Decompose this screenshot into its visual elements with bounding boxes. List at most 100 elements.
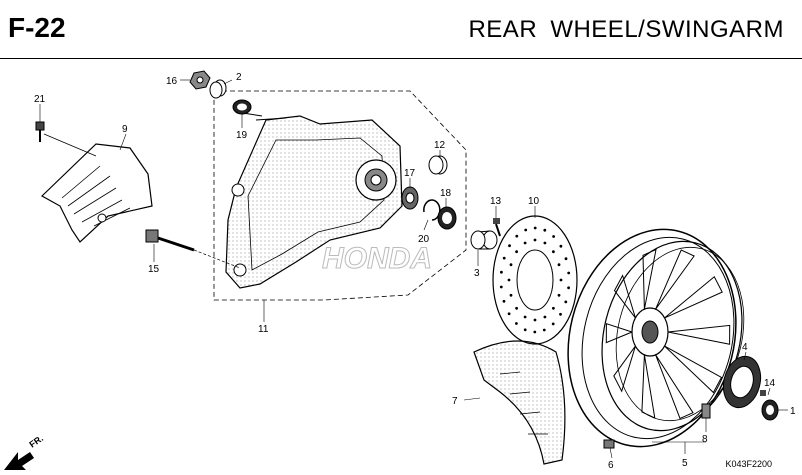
disc-hole [509,263,513,267]
disc-hole [515,306,518,310]
page-header: F-22 REAR WHEEL/SWINGARM [0,0,802,58]
wheel-spoke [641,354,656,419]
disc-hole [515,234,519,238]
wheel-spoke [642,248,657,310]
disc-hole [502,299,506,303]
disc-hole [523,315,527,319]
part-number-4: 4 [742,342,748,353]
disc-hole [533,226,537,230]
disc-hole [524,228,528,232]
chain-guard [40,143,153,243]
disc-hole [567,271,571,275]
disc-hole [543,241,547,245]
rear-fender [473,340,566,465]
swingarm [225,111,403,289]
part-number-11: 11 [258,324,269,335]
disc-hole [564,300,568,304]
disc-hole [509,293,513,297]
part-number-10: 10 [528,196,540,207]
wheel-spoke [605,323,634,344]
assembly-outline [213,90,467,301]
disc-hole [543,228,547,232]
header-rule [0,58,802,59]
section-title: REAR WHEEL/SWINGARM [468,16,784,43]
part-number-20: 20 [418,234,430,245]
bolt-21 [35,121,97,157]
nut-16 [189,70,211,90]
disc-hole [559,312,562,316]
part-number-6: 6 [608,460,614,471]
seal-18 [437,206,457,230]
part-number-3: 3 [474,268,480,279]
disc-hole [543,315,547,319]
sprocket-flange [722,355,762,409]
disc-hole [567,286,570,290]
bolt-14 [760,390,766,396]
disc-hole [508,244,511,248]
wheel-spoke [655,354,694,420]
seal-1 [761,399,779,421]
part-number-16: 16 [166,76,178,87]
part-number-17: 17 [404,168,416,179]
disc-hole [523,241,527,245]
pivot-bolt [145,229,241,269]
front-direction-arrow: FR. [4,433,45,470]
disc-hole [533,330,537,334]
part-number-18: 18 [440,188,452,199]
disc-hole [499,285,503,289]
disc-hole [515,250,518,254]
leader-lines [39,79,788,459]
collar-3 [470,230,498,250]
part-number-19: 19 [236,130,248,141]
balance-weight [603,439,615,449]
disc-hole [533,238,537,242]
collar-2 [209,79,227,99]
part-number-labels: 16 2 19 21 9 15 11 12 17 18 20 13 10 3 7… [34,72,796,471]
disc-hole [551,322,555,326]
disc-hole [523,328,527,332]
wheel-spoke [667,324,731,345]
collar-12 [428,155,448,175]
disc-hole [515,322,518,325]
part-number-5: 5 [682,458,688,469]
disc-hole [552,306,555,310]
disc-hole [542,328,546,332]
seal-19 [232,99,252,115]
part-number-9: 9 [122,124,128,135]
part-number-13: 13 [490,196,502,207]
disc-hole [559,278,563,282]
disc-hole [559,244,563,248]
part-number-7: 7 [452,396,458,407]
disc-hole [502,256,506,260]
disc-hole [507,312,511,316]
part-number-1: 1 [790,406,796,417]
disc-hole [500,270,503,274]
wheel-spoke [664,276,723,319]
bolt-13 [493,218,501,237]
section-code: F-22 [8,12,66,43]
wheel-spoke [664,345,723,394]
wheel-spoke [613,345,636,393]
part-number-14: 14 [764,378,776,389]
disc-hole [552,235,555,238]
part-number-15: 15 [148,264,160,275]
fr-label: FR. [27,433,45,450]
disc-hole [564,257,568,261]
disc-hole [533,318,537,322]
disc-hole [557,293,561,297]
part-number-2: 2 [236,72,242,83]
watermark-text: HONDA [322,242,432,275]
wheel-spoke [613,274,636,319]
disc-hole [507,278,511,282]
part-number-21: 21 [34,94,46,105]
valve-8 [701,403,711,419]
diagram-reference-code: K043F2200 [725,459,772,469]
part-number-12: 12 [434,140,446,151]
disc-hole [557,263,561,267]
bearing-17 [401,186,419,210]
clip-20 [423,199,441,221]
wheel-spoke [655,249,695,310]
brake-disc [492,215,578,345]
part-number-8: 8 [702,434,708,445]
